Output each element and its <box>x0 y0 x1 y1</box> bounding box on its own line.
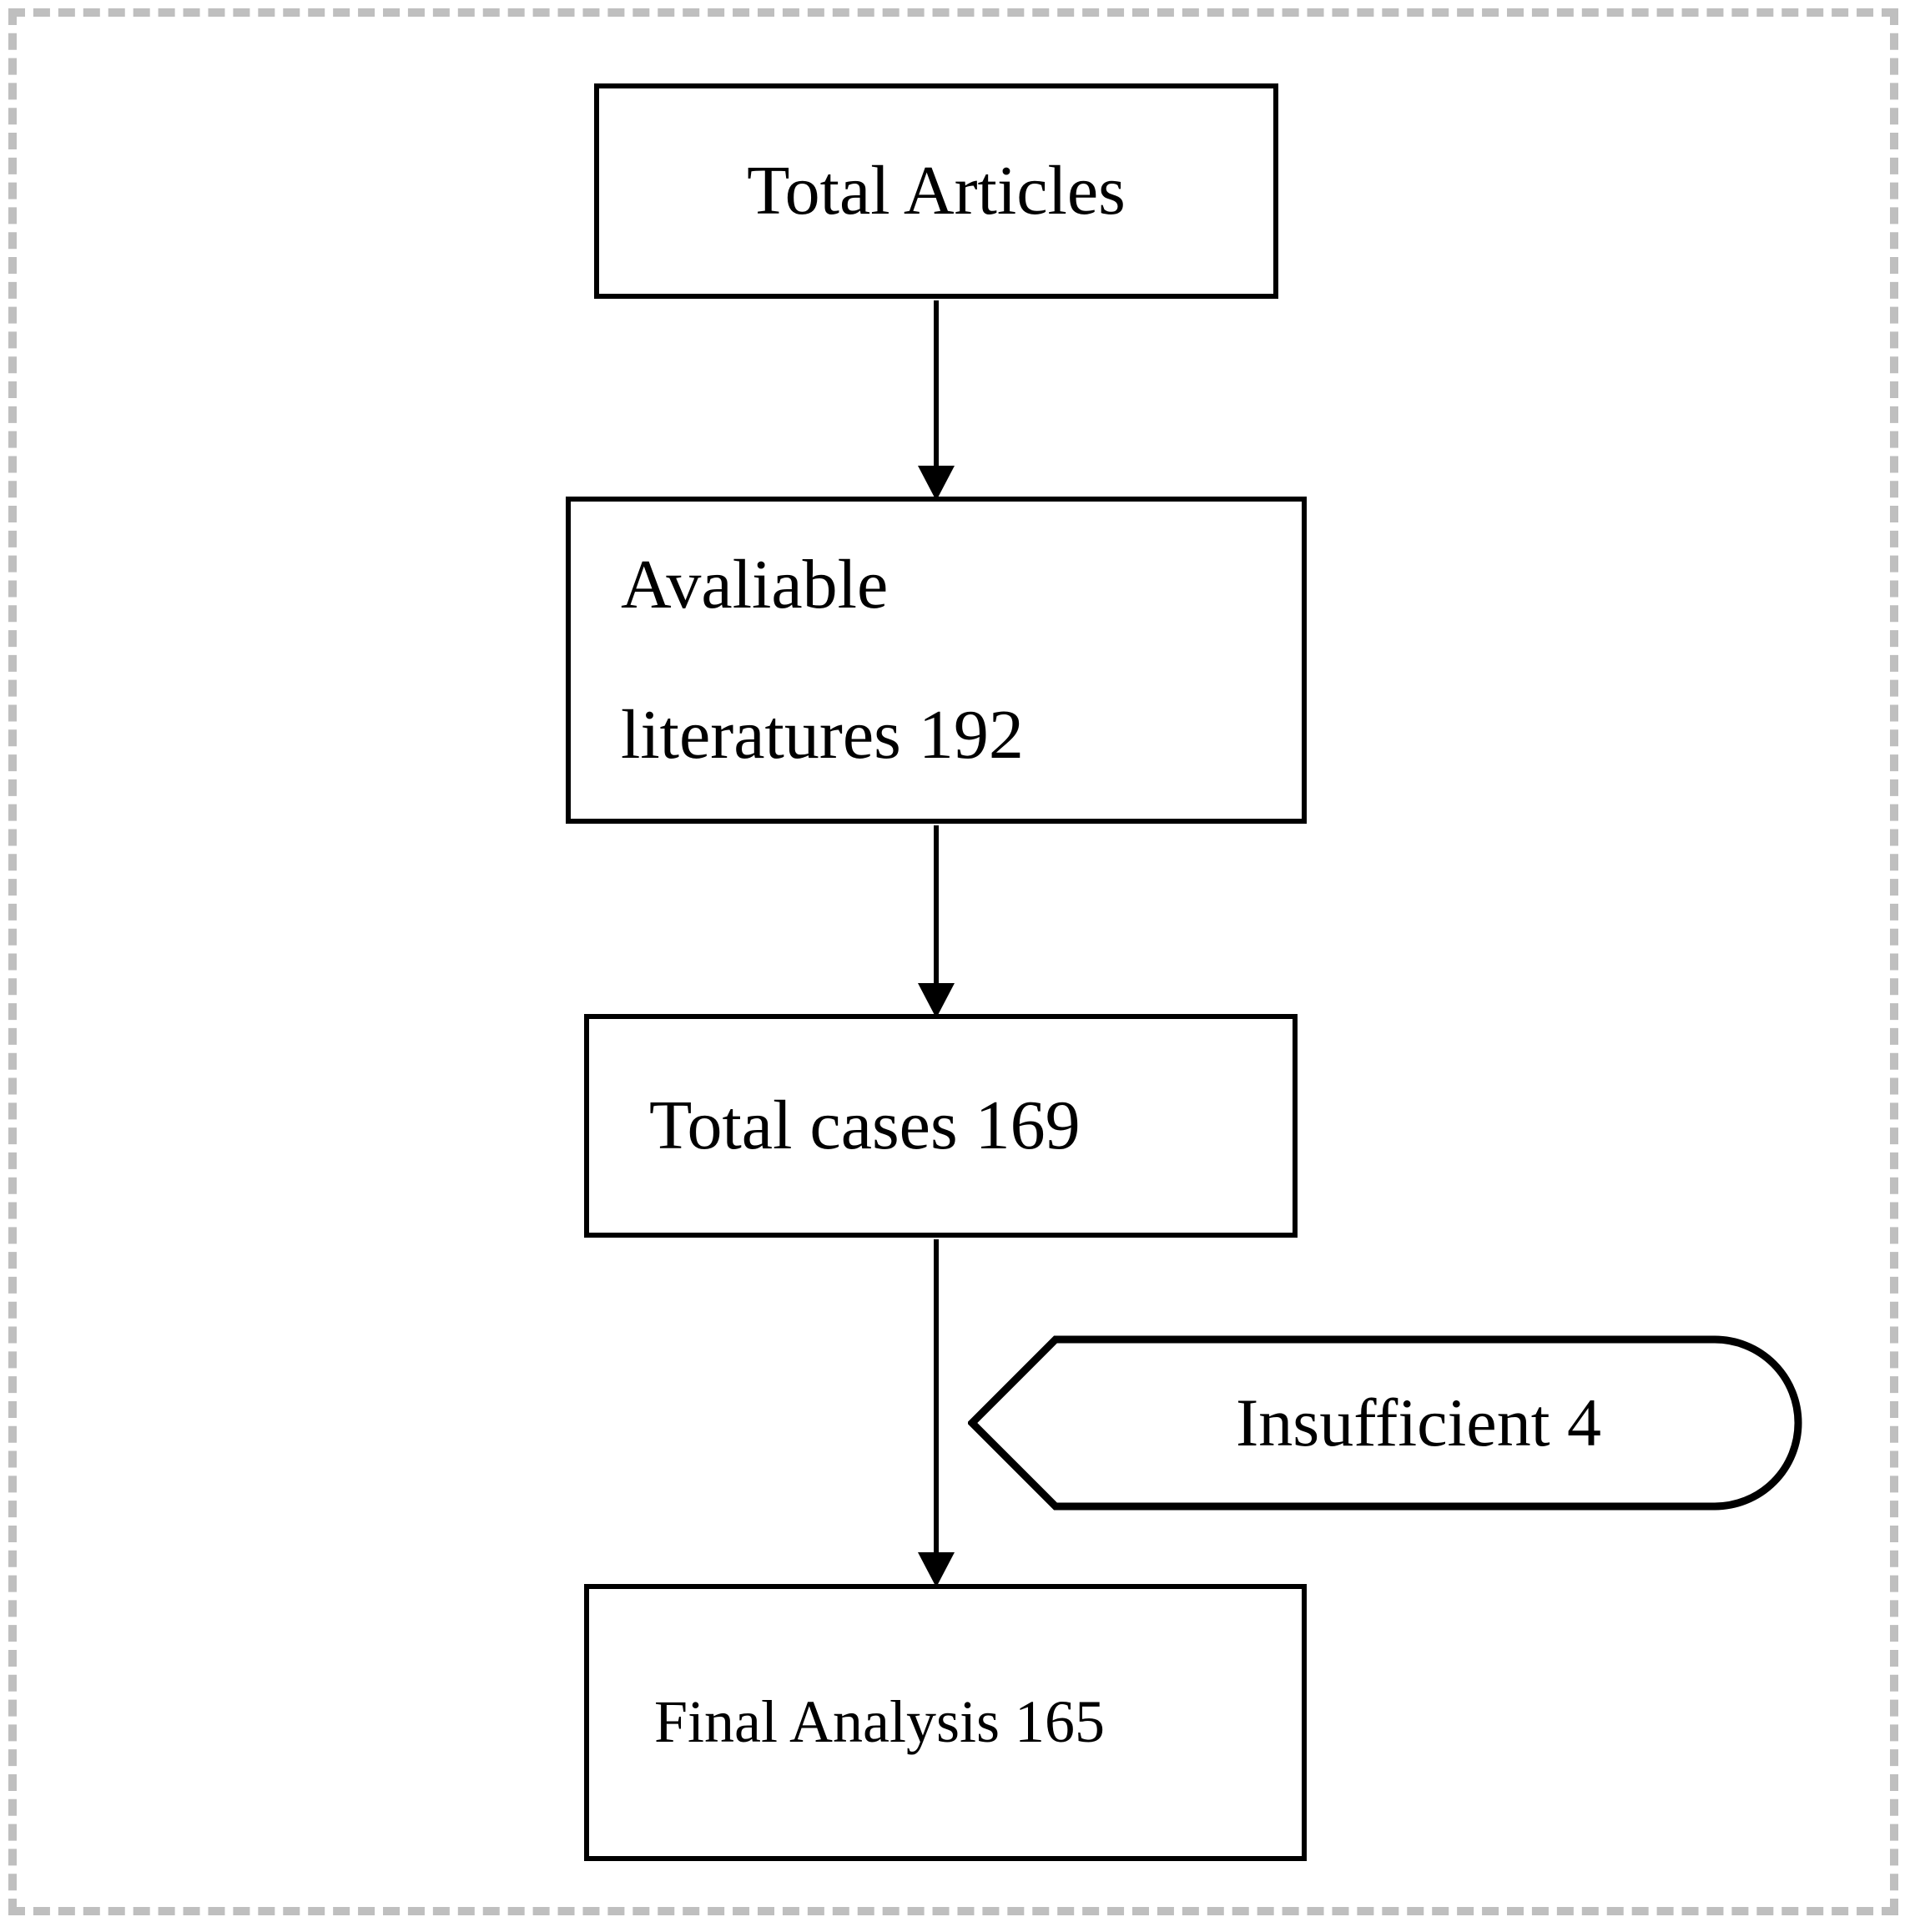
node-available-literatures-label-line2: literatures 192 <box>621 696 1024 774</box>
node-final-analysis[interactable]: Final Analysis 165 <box>584 1584 1307 1861</box>
node-total-cases-label: Total cases 169 <box>649 1086 1081 1164</box>
node-insufficient-label: Insufficient 4 <box>1236 1384 1601 1460</box>
node-final-analysis-label: Final Analysis 165 <box>654 1688 1106 1756</box>
edge-available-literatures-to-total-cases <box>918 825 955 1018</box>
node-total-cases[interactable]: Total cases 169 <box>584 1014 1298 1238</box>
node-available-literatures[interactable]: Avaliable literatures 192 <box>566 497 1307 824</box>
node-total-articles-label: Total Articles <box>747 151 1126 230</box>
node-insufficient[interactable]: Insufficient 4 <box>968 1335 1802 1511</box>
edge-total-cases-to-final-analysis <box>918 1239 955 1587</box>
edge-total-articles-to-available-literatures <box>918 300 955 501</box>
node-total-articles[interactable]: Total Articles <box>594 83 1278 299</box>
insufficient-shape-outline <box>968 1335 1802 1511</box>
node-available-literatures-label-line1: Avaliable <box>621 545 889 623</box>
